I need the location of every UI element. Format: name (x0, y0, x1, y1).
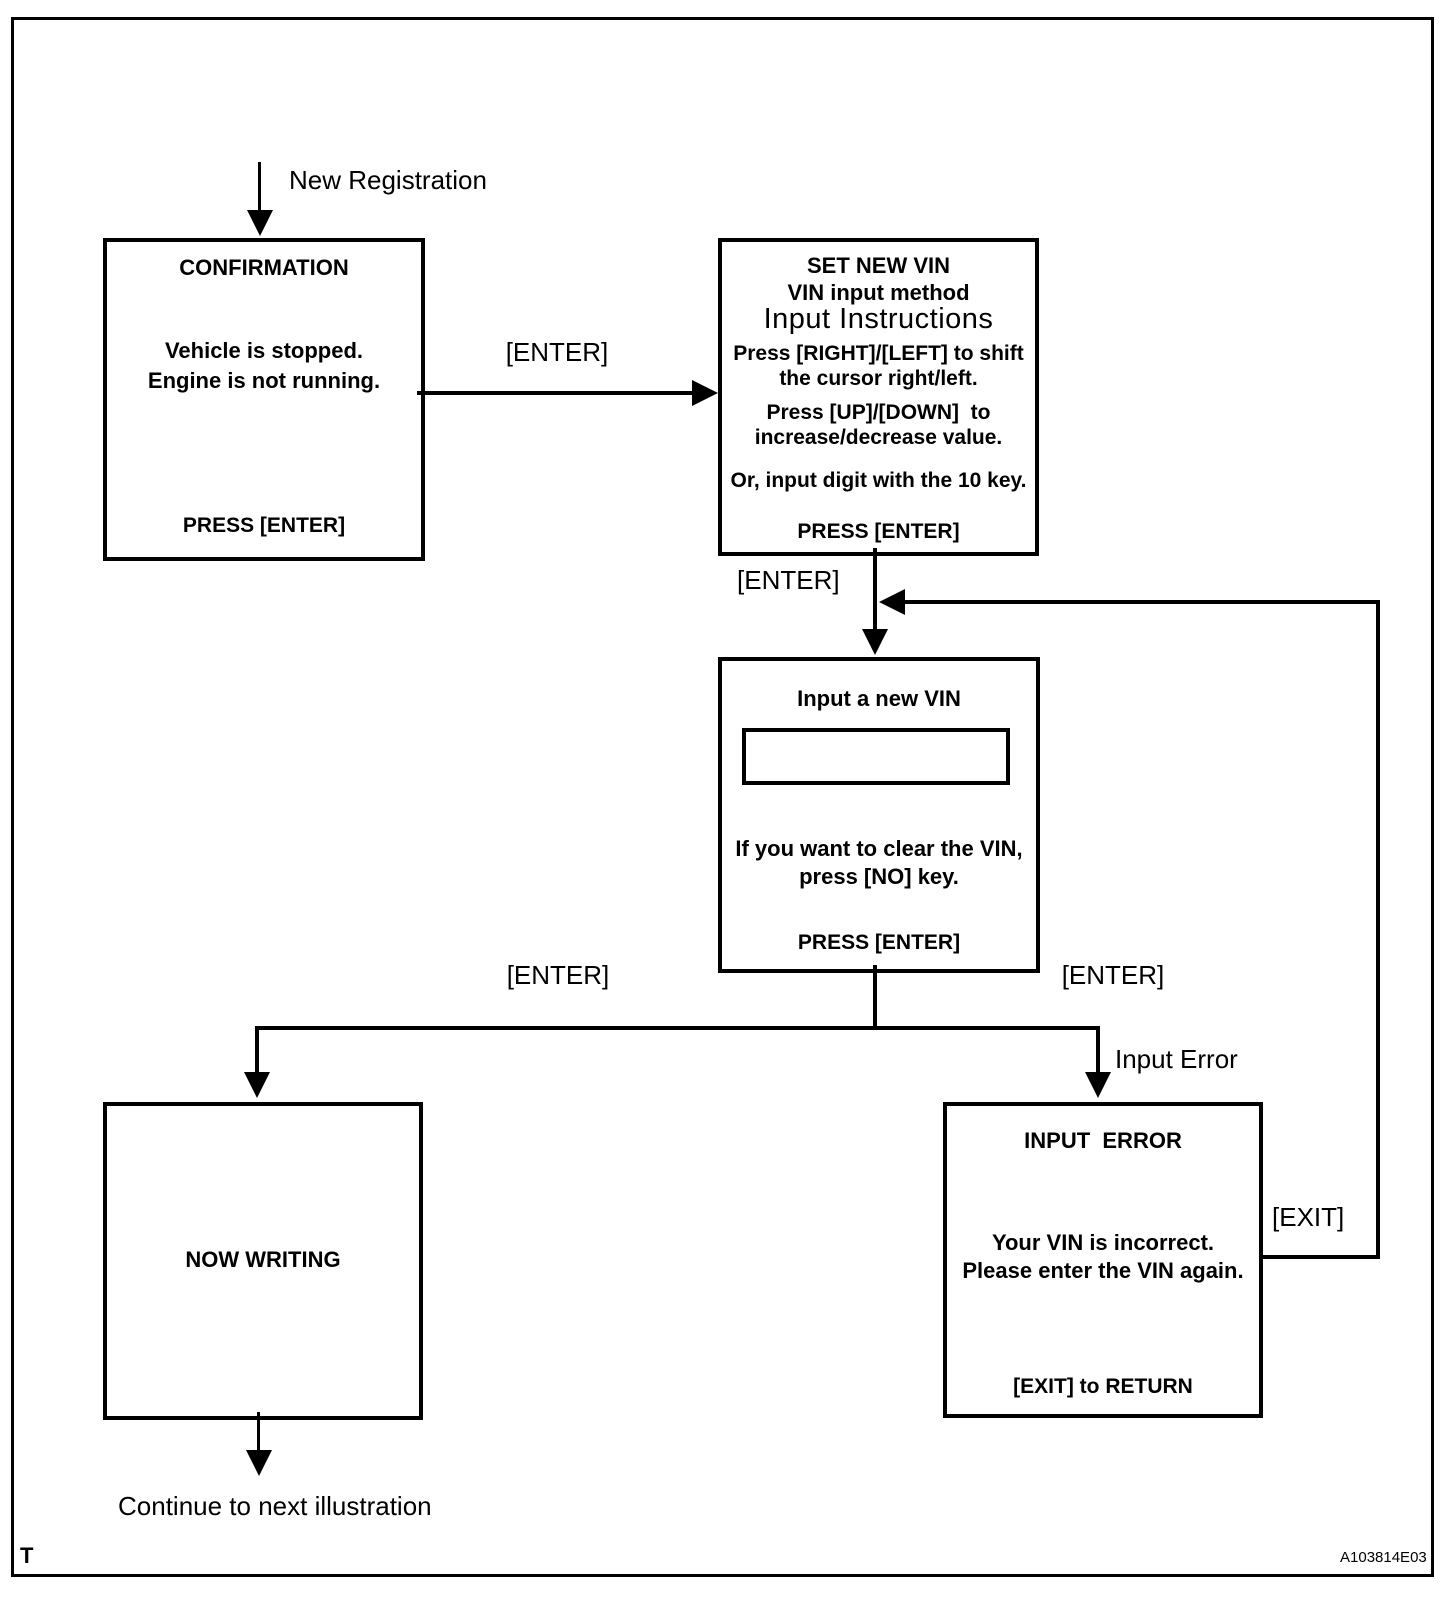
now-writing-box: NOW WRITING (103, 1102, 423, 1420)
input-error-line2: Please enter the VIN again. (962, 1258, 1244, 1283)
box3-arrowhead-icon (862, 629, 888, 655)
set-new-vin-line4: increase/decrease value. (754, 426, 1003, 449)
now-writing-title: NOW WRITING (185, 1247, 341, 1272)
input-new-vin-title: Input a new VIN (797, 686, 961, 711)
input-new-vin-line2: press [NO] key. (799, 864, 959, 889)
entry-arrow-line (258, 162, 261, 216)
set-new-vin-box: SET NEW VIN VIN input method Input Instr… (718, 238, 1039, 556)
set-new-vin-title: SET NEW VIN (806, 253, 950, 278)
input-error-title: INPUT ERROR (1024, 1128, 1182, 1153)
input-instructions-heading: Input Instructions (763, 303, 994, 335)
branch-right-line (1096, 1026, 1100, 1076)
page-border (11, 17, 1434, 1577)
return-line-top (903, 600, 1380, 604)
vin-input-field (742, 728, 1010, 785)
page-corner-mark: T (20, 1543, 34, 1568)
input-error-box: INPUT ERROR Your VIN is incorrect. Pleas… (943, 1102, 1263, 1418)
connector-box2-box3 (873, 548, 877, 632)
enter-label-mid: [ENTER] (737, 565, 840, 595)
confirmation-line2: Engine is not running. (147, 368, 381, 393)
confirmation-footer: PRESS [ENTER] (182, 514, 346, 537)
entry-arrowhead-icon (247, 210, 273, 236)
input-new-vin-footer: PRESS [ENTER] (797, 931, 961, 954)
return-line-bottom (1255, 1255, 1380, 1259)
set-new-vin-line5: Or, input digit with the 10 key. (730, 469, 1027, 492)
return-arrowhead-icon (879, 589, 905, 615)
exit-label: [EXIT] (1272, 1202, 1345, 1232)
input-error-line1: Your VIN is incorrect. (991, 1230, 1215, 1255)
confirmation-box: CONFIRMATION Vehicle is stopped. Engine … (103, 238, 425, 561)
continue-arrow-line (257, 1412, 260, 1454)
continue-label: Continue to next illustration (118, 1491, 432, 1521)
enter-label-top: [ENTER] (505, 337, 609, 367)
set-new-vin-line1: Press [RIGHT]/[LEFT] to shift (733, 342, 1024, 365)
continue-arrowhead-icon (246, 1450, 272, 1476)
set-new-vin-line2: the cursor right/left. (779, 367, 978, 390)
new-registration-label: New Registration (289, 165, 487, 195)
branch-horizontal-line (255, 1026, 1100, 1030)
box4-arrowhead-icon (244, 1072, 270, 1098)
confirmation-title: CONFIRMATION (179, 255, 349, 280)
figure-code: A103814E03 (1340, 1549, 1427, 1566)
set-new-vin-line3: Press [UP]/[DOWN] to (766, 401, 991, 424)
confirmation-line1: Vehicle is stopped. (164, 338, 364, 363)
set-new-vin-footer: PRESS [ENTER] (797, 520, 960, 543)
enter-label-right-branch: [ENTER] (1061, 960, 1165, 990)
branch-stem-line (873, 965, 877, 1030)
box5-arrowhead-icon (1085, 1072, 1111, 1098)
return-line-right (1376, 600, 1380, 1259)
input-new-vin-box: Input a new VIN If you want to clear the… (718, 657, 1040, 973)
input-new-vin-line1: If you want to clear the VIN, (735, 836, 1023, 861)
set-new-vin-subtitle: VIN input method (787, 280, 970, 305)
connector-box1-box2 (417, 391, 694, 395)
input-error-label: Input Error (1115, 1044, 1238, 1074)
enter-label-left-branch: [ENTER] (506, 960, 610, 990)
input-error-footer: [EXIT] to RETURN (1013, 1375, 1193, 1398)
branch-left-line (255, 1026, 259, 1076)
box2-arrowhead-icon (692, 380, 718, 406)
